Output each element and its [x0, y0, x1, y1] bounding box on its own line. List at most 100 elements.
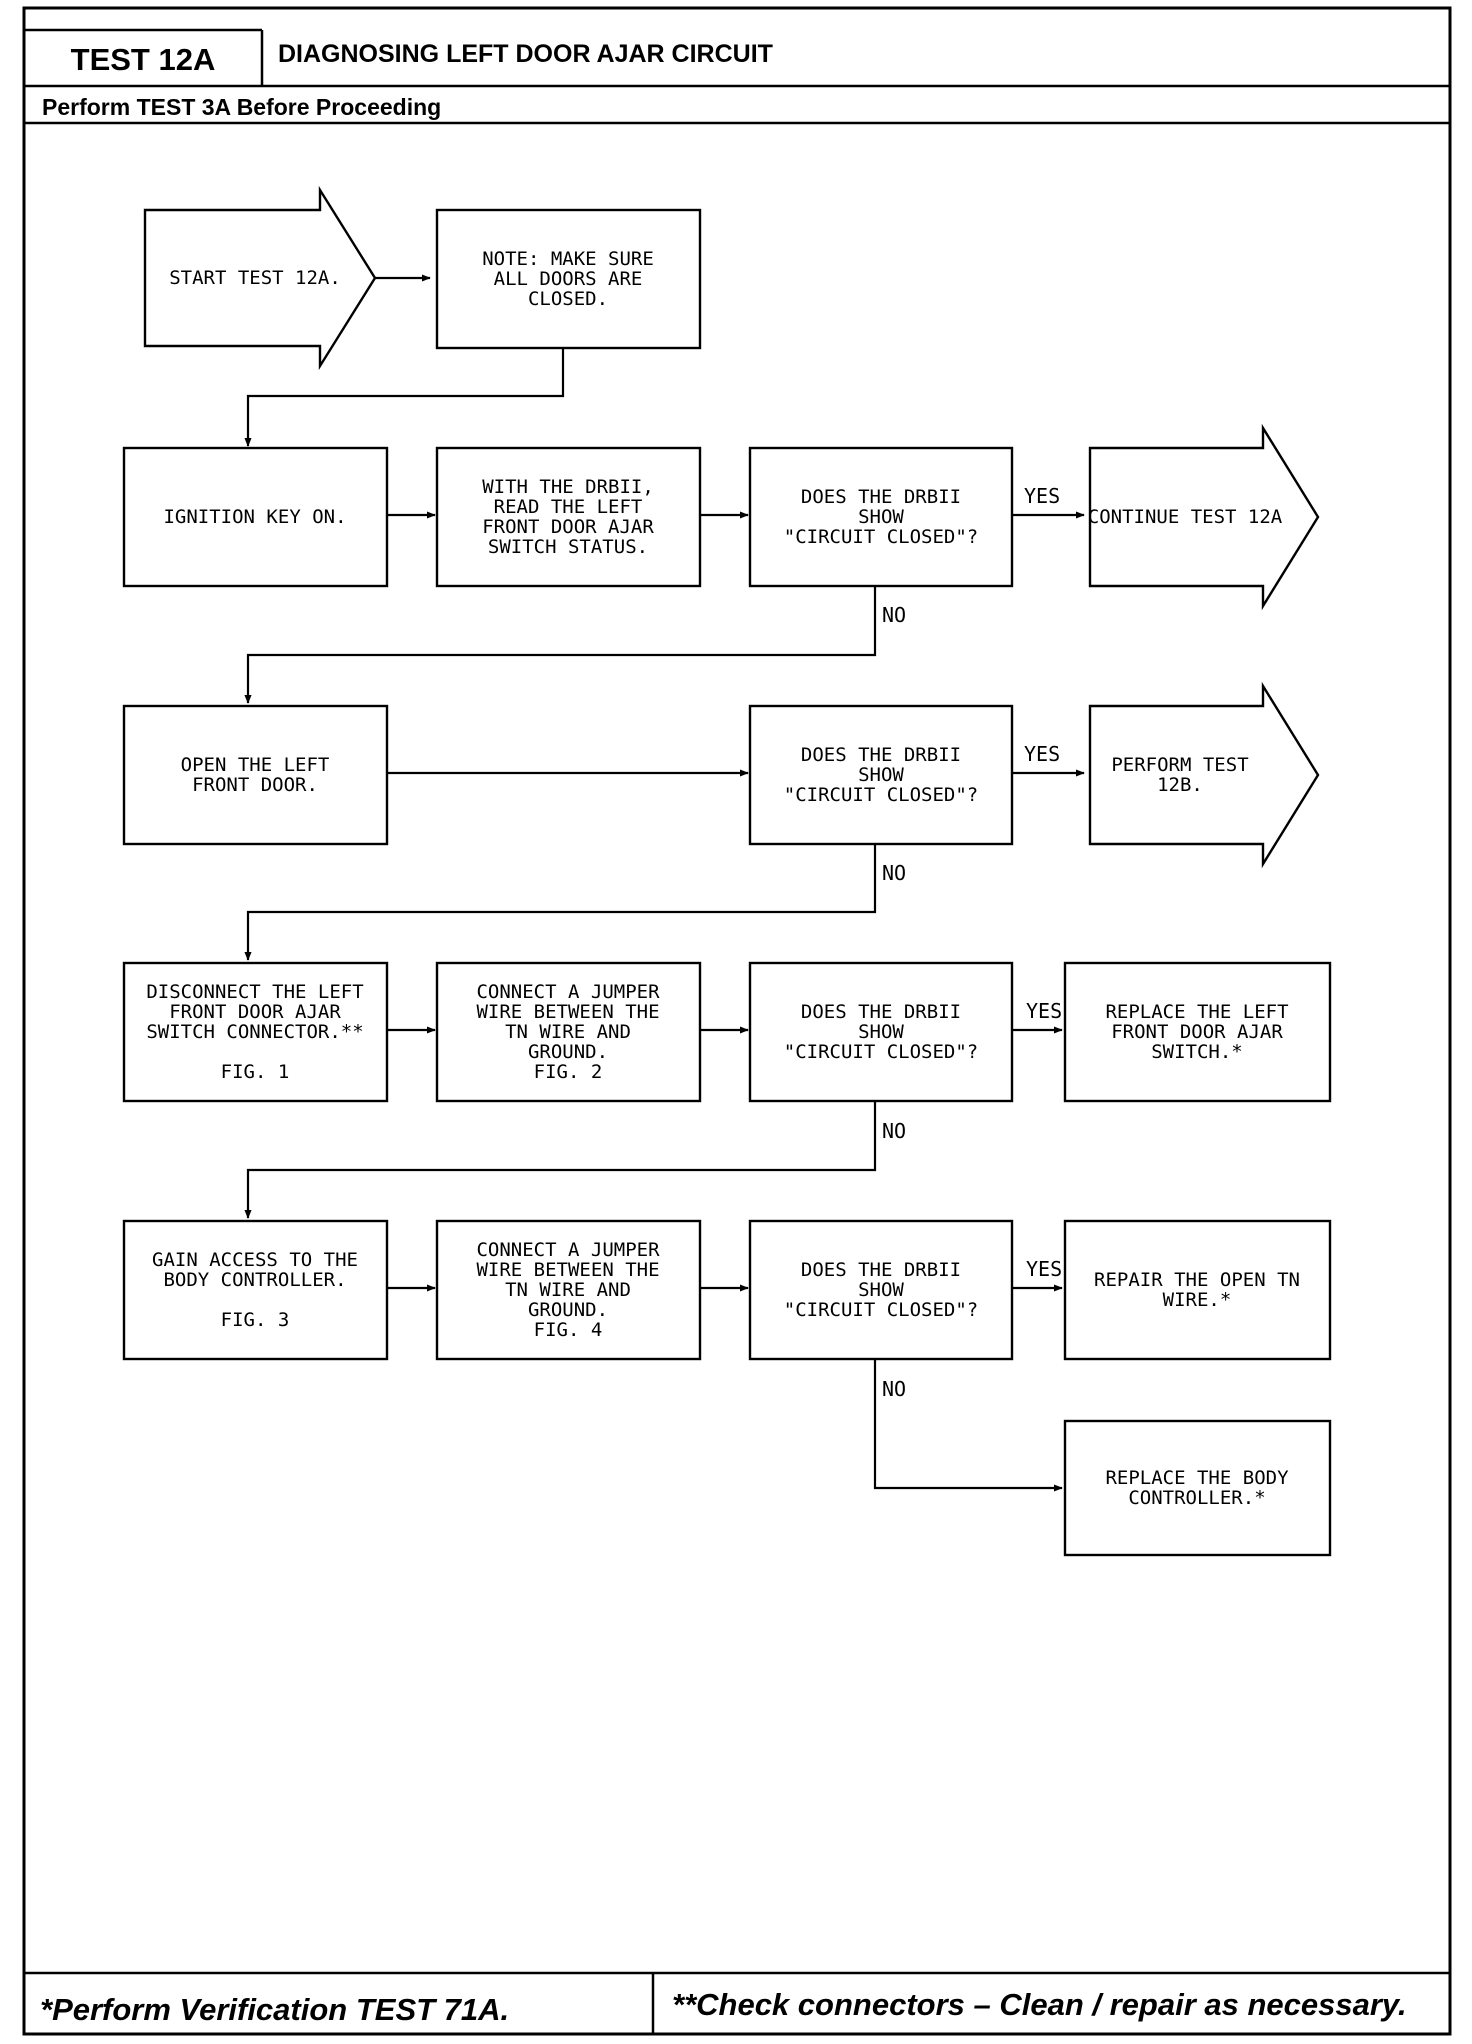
- connector-note-ignition: [244, 348, 565, 447]
- prerequisite-note: Perform TEST 3A Before Proceeding: [42, 94, 441, 120]
- node-text-line: "CIRCUIT CLOSED"?: [784, 526, 978, 548]
- node-text-line: REPLACE THE BODY: [1105, 1467, 1289, 1489]
- node-text-line: DOES THE DRBII: [801, 1259, 961, 1281]
- yes-label: YES: [1024, 742, 1060, 766]
- node-text-line: BODY CONTROLLER.: [163, 1269, 346, 1291]
- page-border: [22, 6, 1452, 2036]
- node-text-line: SHOW: [858, 764, 904, 786]
- node-text-line: FIG. 1: [221, 1061, 290, 1083]
- no-label: NO: [882, 1119, 906, 1143]
- page-title: DIAGNOSING LEFT DOOR AJAR CIRCUIT: [278, 40, 773, 68]
- node-text-line: GAIN ACCESS TO THE: [152, 1249, 358, 1271]
- node-text-line: 12B.: [1157, 774, 1203, 796]
- node-text-line: TN WIRE AND: [505, 1279, 631, 1301]
- footer-connector-note: **Check connectors – Clean / repair as n…: [672, 1987, 1407, 2022]
- node-text-line: FIG. 3: [221, 1309, 290, 1331]
- node-text-line: "CIRCUIT CLOSED"?: [784, 1299, 978, 1321]
- node-text-line: FRONT DOOR AJAR: [1111, 1021, 1283, 1043]
- connector-no-disconnect: [244, 842, 877, 961]
- yes-label: YES: [1024, 484, 1060, 508]
- connector-no-gain-access: [244, 1100, 877, 1219]
- continue-node: CONTINUE TEST 12A: [1088, 423, 1320, 611]
- node-text-line: WITH THE DRBII,: [482, 476, 654, 498]
- node-text-line: SHOW: [858, 506, 904, 528]
- node-text-line: READ THE LEFT: [494, 496, 643, 518]
- node-text-line: NOTE: MAKE SURE: [482, 248, 654, 270]
- node-text-line: WIRE BETWEEN THE: [476, 1001, 659, 1023]
- yes-label: YES: [1026, 1257, 1062, 1281]
- node-text-line: FIG. 4: [534, 1319, 603, 1341]
- test-id: TEST 12A: [71, 42, 216, 77]
- node-text-line: SHOW: [858, 1021, 904, 1043]
- connectors: [244, 274, 1085, 1492]
- header: TEST 12A DIAGNOSING LEFT DOOR AJAR CIRCU…: [24, 28, 1450, 125]
- node-text: START TEST 12A.: [169, 267, 341, 289]
- node-text-line: TN WIRE AND: [505, 1021, 631, 1043]
- node-text-line: SWITCH CONNECTOR.**: [146, 1021, 363, 1043]
- node-text-line: SHOW: [858, 1279, 904, 1301]
- node-text-line: REPAIR THE OPEN TN: [1094, 1269, 1300, 1291]
- branch-labels: YES NO YES NO YES NO YES NO: [882, 484, 1062, 1401]
- node-text-line: WIRE.*: [1163, 1289, 1232, 1311]
- node-text-line: SWITCH STATUS.: [488, 536, 648, 558]
- connector-no-open-door: [244, 585, 877, 704]
- node-text: CONTINUE TEST 12A: [1088, 506, 1283, 528]
- node-text-line: FRONT DOOR AJAR: [169, 1001, 341, 1023]
- node-text-line: REPLACE THE LEFT: [1105, 1001, 1288, 1023]
- node-text-line: "CIRCUIT CLOSED"?: [784, 784, 978, 806]
- node-text-line: DOES THE DRBII: [801, 486, 961, 508]
- footer: *Perform Verification TEST 71A. **Check …: [24, 1971, 1450, 2034]
- node-text-line: ALL DOORS ARE: [494, 268, 643, 290]
- ignition-box: IGNITION KEY ON.: [122, 446, 389, 588]
- no-label: NO: [882, 861, 906, 885]
- node-text-line: SWITCH.*: [1151, 1041, 1243, 1063]
- node-text-line: CLOSED.: [528, 288, 608, 310]
- yes-label: YES: [1026, 999, 1062, 1023]
- node-text-line: CONNECT A JUMPER: [476, 981, 660, 1003]
- node-text-line: FRONT DOOR.: [192, 774, 318, 796]
- node-text-line: WIRE BETWEEN THE: [476, 1259, 659, 1281]
- node-text-line: START TEST 12A.: [169, 267, 341, 289]
- node-text-line: FIG. 2: [534, 1061, 603, 1083]
- no-label: NO: [882, 1377, 906, 1401]
- node-text-line: "CIRCUIT CLOSED"?: [784, 1041, 978, 1063]
- node-text-line: PERFORM TEST: [1111, 754, 1248, 776]
- node-text-line: OPEN THE LEFT: [181, 754, 330, 776]
- node-text-line: DOES THE DRBII: [801, 1001, 961, 1023]
- footer-verification-note: *Perform Verification TEST 71A.: [40, 1992, 509, 2027]
- node-text: IGNITION KEY ON.: [163, 506, 346, 528]
- start-node: START TEST 12A.: [143, 185, 377, 371]
- node-text-line: DISCONNECT THE LEFT: [146, 981, 363, 1003]
- node-text-line: GROUND.: [528, 1299, 608, 1321]
